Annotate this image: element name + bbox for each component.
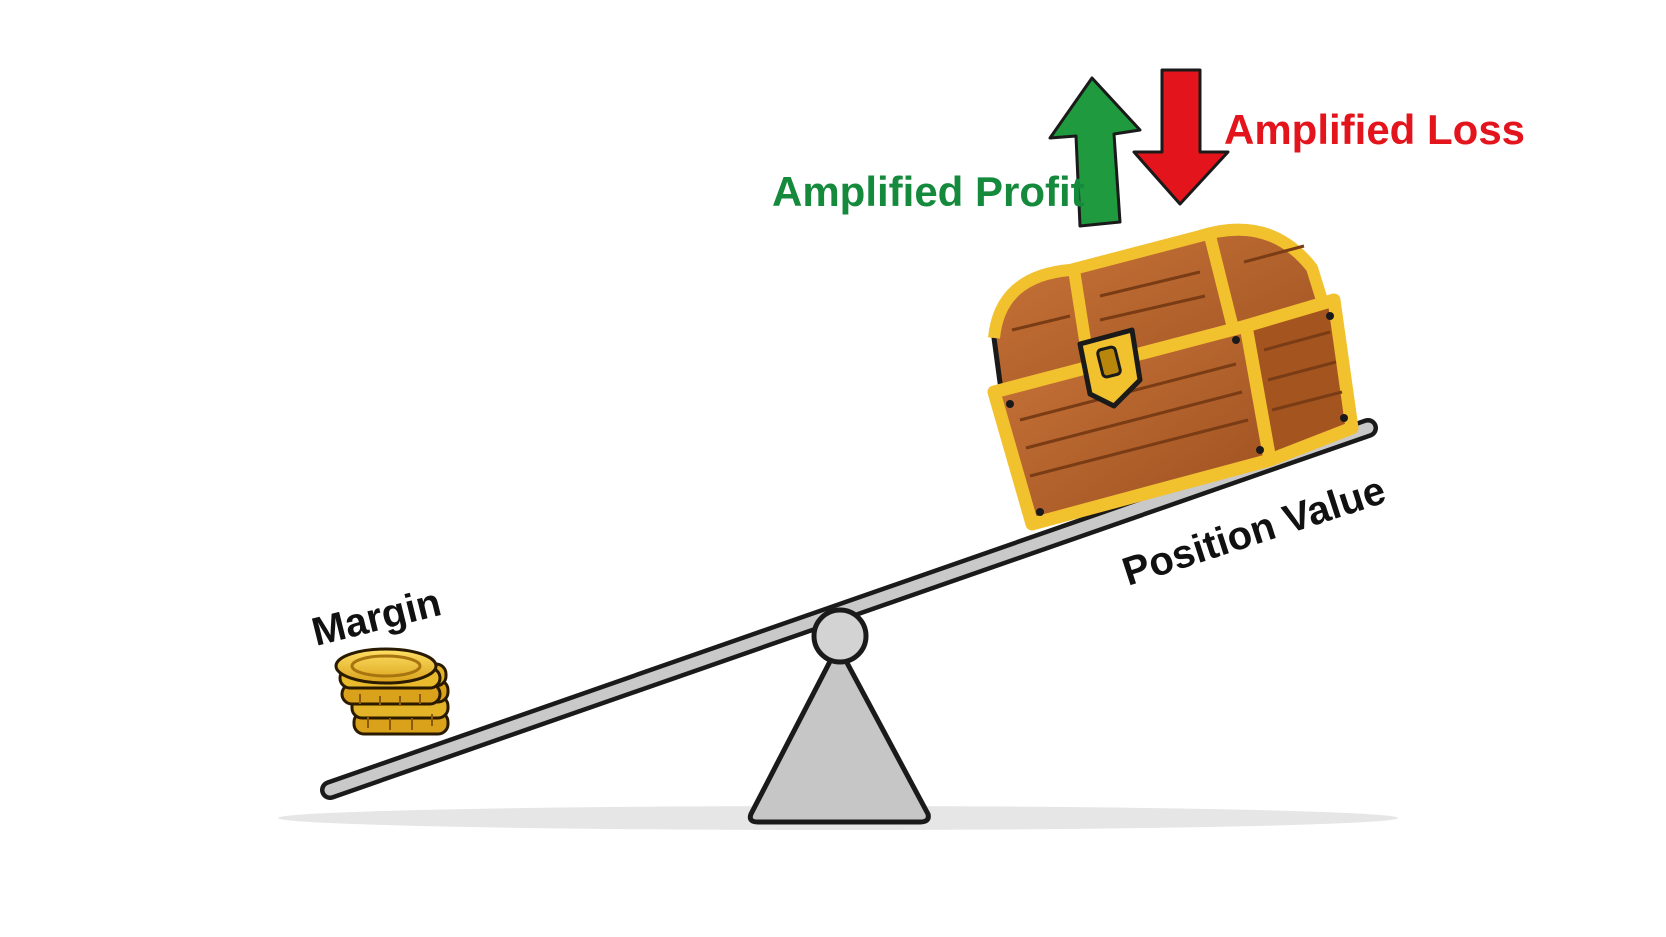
pivot-ball: [811, 607, 869, 665]
coin-stack-icon: [334, 647, 450, 736]
up-arrow-icon: [1048, 76, 1142, 228]
amplified-loss-label: Amplified Loss: [1224, 106, 1525, 153]
down-arrow-icon: [1132, 68, 1230, 206]
treasure-chest-icon: [987, 223, 1359, 531]
amplified-profit-label: Amplified Profit: [772, 168, 1085, 215]
fulcrum-triangle: [747, 643, 931, 825]
margin-label: Margin: [308, 580, 446, 654]
